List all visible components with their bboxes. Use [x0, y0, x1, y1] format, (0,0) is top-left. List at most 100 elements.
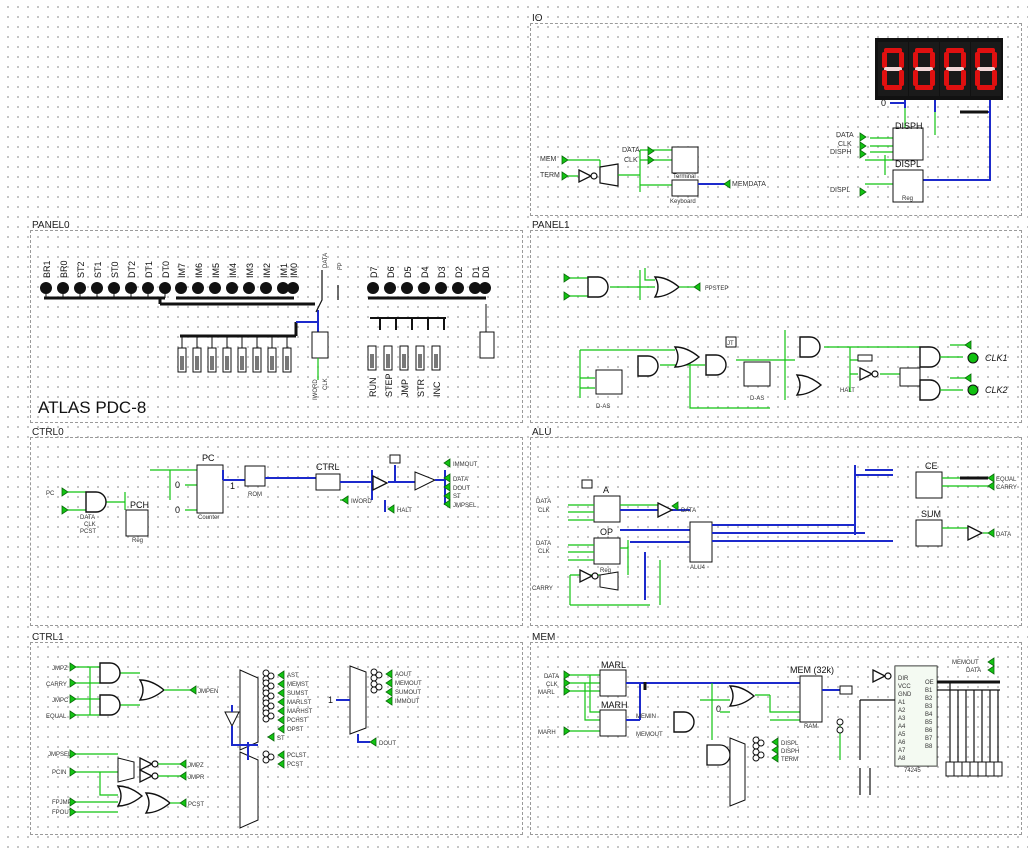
terminal-label: Terminal [673, 174, 696, 180]
chip-pin-a4: A4 [898, 724, 906, 730]
chip-pin-b2: B2 [925, 696, 933, 702]
lamp-label-d6: D6 [386, 266, 396, 278]
reg-label-alu: Reg [600, 568, 611, 574]
ctrl0-clk-input: CLK [84, 522, 96, 528]
lamp-label-d1: D1 [471, 266, 481, 278]
chip-pin-vcc: VCC [898, 684, 911, 690]
chip-pin-a1: A1 [898, 700, 906, 706]
chip-pin-a6: A6 [898, 740, 906, 746]
terminal-data-input: DATA [622, 147, 640, 154]
mem-data-input: DATA [544, 674, 559, 680]
dec-a-pchst: PCHST [287, 718, 308, 724]
alu-data-output: DATA [681, 508, 696, 514]
terminal-clk-input: CLK [624, 157, 638, 164]
io-section: 0 DISPH DISPL Reg DATA CLK DISPH DISPL M… [540, 38, 1003, 205]
alu-carry-output: CARRY [996, 485, 1017, 491]
ram-label: RAM [804, 724, 817, 730]
chip-pin-dir: DIR [898, 676, 909, 682]
panel1-section: FPSTEP JT D-AS D-AS HALT CLK1 CLK2 [563, 268, 1008, 410]
chip-pin-a2: A2 [898, 708, 906, 714]
panel-panel0 [30, 230, 523, 423]
lamp-label-d3: D3 [437, 266, 447, 278]
lamp-label-d4: D4 [420, 266, 430, 278]
panel0-data-input: DATA [323, 253, 329, 268]
mem-memout-label: MEMOUT [636, 732, 663, 738]
ctrl1-st-output: ST [277, 736, 285, 742]
alu4-label: ALU4 [690, 565, 706, 571]
ctrl1-in-jmpsel: JMPSEL [48, 752, 72, 758]
chip-pin-b7: B7 [925, 736, 933, 742]
lamp-label-im6: IM6 [194, 263, 204, 278]
reg-label-ctrl0: Reg [132, 538, 143, 544]
chip-pin-a8: A8 [898, 756, 906, 762]
pc-label: PC [202, 453, 215, 463]
lamp-label-im1: IM1 [279, 263, 289, 278]
ctrl1-out-jmpr: JMPR [188, 775, 205, 781]
chip-pin-b3: B3 [925, 704, 933, 710]
dec-b-pcst: PCST [287, 762, 303, 768]
alu-clk-input: CLK [538, 508, 550, 514]
control-buttons[interactable] [367, 345, 441, 371]
ctrl1-in-jmpc: JMPC [52, 698, 69, 704]
counter-label: Counter [198, 515, 219, 521]
lamp-label-d0: D0 [481, 266, 491, 278]
clk1-output: CLK1 [985, 353, 1008, 363]
ctrl0-jmp-output: JMPSEL [453, 503, 477, 509]
decoder-outputs-a [262, 669, 285, 734]
panel-title-panel1: PANEL1 [532, 220, 570, 231]
reg-marh-label: MARH [601, 700, 628, 710]
dash-label-2: D-AS [750, 396, 764, 402]
memdata-output: MEMDATA [732, 181, 766, 188]
lamp-group-1: BR1 BR0 ST2 ST1 ST0 DT2 DT1 DT0 [40, 260, 171, 300]
ctrl0-st-output: ST [453, 494, 461, 500]
panel0-section: ATLAS PDC-8 BR1 BR0 ST2 ST1 ST0 DT2 DT1 … [38, 253, 495, 417]
mem-section: DATA CLK MARL MARH MARL MARH MEMIN MEMOU… [538, 657, 1003, 807]
pc-h-label: PCH [130, 500, 149, 510]
ctrl1-in-carry: CARRY [46, 682, 67, 688]
chip-pin-b6: B6 [925, 728, 933, 734]
lamp-label-st1: ST1 [93, 261, 103, 278]
ctrl1-in-jmpz: JMPZ [52, 666, 68, 672]
panel0-clk-input: CLK [323, 378, 329, 390]
mem-term-output: TERM [781, 757, 798, 763]
lamp-label-im0: IM0 [289, 263, 299, 278]
pc-zero-2: 0 [175, 505, 180, 515]
mem-marh-input: MARH [538, 730, 556, 736]
dec-a-marlst: MARLST [287, 700, 312, 706]
mem-zero: 0 [716, 704, 721, 714]
ctrl1-out-jmpen: JMPEN [198, 689, 218, 695]
chip-pin-a3: A3 [898, 716, 906, 722]
lamp-label-st2: ST2 [76, 261, 86, 278]
panel-panel1 [530, 230, 1022, 423]
decoder-one: 1 [328, 695, 333, 705]
mem-data-output: DATA [966, 668, 981, 674]
switch-bank[interactable] [177, 322, 298, 373]
lamp-label-dt1: DT1 [144, 261, 154, 278]
lamp-label-dt2: DT2 [127, 261, 137, 278]
panel0-iword-output: IWORD [313, 379, 319, 400]
ctrl1-dout-output: DOUT [379, 741, 396, 747]
reg-op-label: OP [600, 527, 613, 537]
chip-pin-a5: A5 [898, 732, 906, 738]
lamp-label-d2: D2 [454, 266, 464, 278]
disp-l-label: DISPL [895, 159, 921, 169]
panel-io [530, 23, 1022, 216]
chip-pin-b5: B5 [925, 720, 933, 726]
dec-a-sumst: SUMST [287, 691, 308, 697]
chip-pin-oe: OE [925, 680, 934, 686]
panel-mem [530, 642, 1022, 835]
ctrl0-pc-input: PC [46, 491, 55, 497]
lamp-label-im3: IM3 [245, 263, 255, 278]
dec-c-memout: MEMOUT [395, 681, 422, 687]
lamp-label-br0: BR0 [59, 260, 69, 278]
panel-title-ctrl0: CTRL0 [32, 427, 64, 438]
button-run-label: RUN [368, 378, 378, 398]
ctrl0-halt-output: HALT [397, 508, 412, 514]
io-clk-input: CLK [838, 141, 852, 148]
dash-label-1: D-AS [596, 404, 610, 410]
display-zero-input: 0 [881, 98, 886, 108]
lamp-group-2: IM7 IM6 IM5 IM4 IM3 IM2 IM1 IM0 [158, 263, 315, 306]
reg-sum-label: SUM [921, 509, 941, 519]
lamp-group-3: D7 D6 D5 D4 D3 D2 D1 D0 [367, 266, 491, 300]
